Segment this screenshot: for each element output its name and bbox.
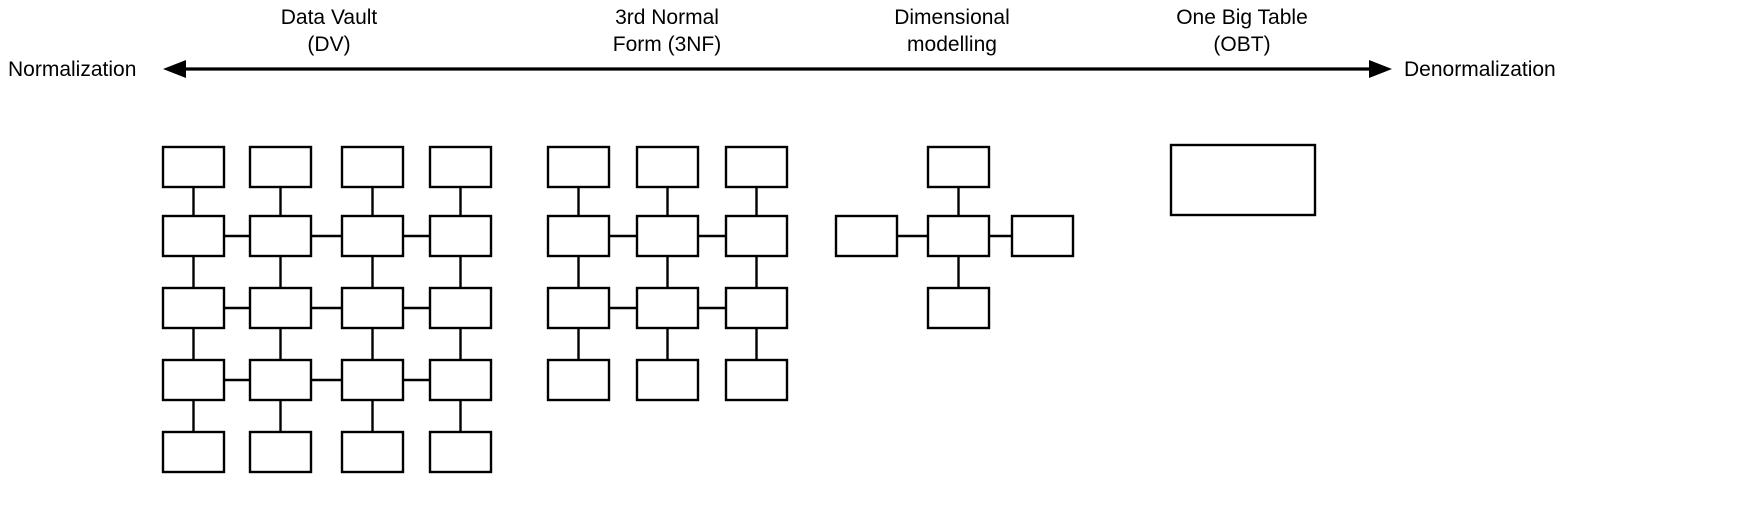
- dimension-box-left[interactable]: [834, 214, 899, 258]
- column-label-third-normal-form: 3rd Normal Form (3NF): [612, 6, 722, 56]
- axis-right-label: Denormalization: [1404, 58, 1556, 81]
- data-vault-box[interactable]: [161, 145, 226, 189]
- third-normal-form-box[interactable]: [546, 214, 611, 258]
- model-dimensional: [834, 145, 1075, 330]
- column-label-data-vault: Data Vault (DV): [280, 6, 378, 56]
- data-vault-box[interactable]: [161, 214, 226, 258]
- dimension-box-top[interactable]: [926, 145, 991, 189]
- data-vault-box[interactable]: [161, 358, 226, 402]
- data-vault-box[interactable]: [161, 286, 226, 330]
- one-big-table-box[interactable]: [1169, 143, 1317, 217]
- data-vault-box[interactable]: [340, 286, 405, 330]
- dimension-box-right[interactable]: [1010, 214, 1075, 258]
- data-vault-box[interactable]: [428, 286, 493, 330]
- data-vault-box[interactable]: [248, 286, 313, 330]
- third-normal-form-box[interactable]: [546, 286, 611, 330]
- data-vault-box[interactable]: [248, 214, 313, 258]
- dimension-box-bottom[interactable]: [926, 286, 991, 330]
- third-normal-form-box[interactable]: [635, 358, 700, 402]
- arrow-right-icon: [1369, 60, 1392, 78]
- third-normal-form-box[interactable]: [635, 286, 700, 330]
- data-vault-box[interactable]: [248, 145, 313, 189]
- model-one-big-table: [1169, 143, 1317, 217]
- normalization-axis: [163, 60, 1392, 78]
- data-vault-box[interactable]: [340, 430, 405, 474]
- third-normal-form-box[interactable]: [546, 358, 611, 402]
- fact-table-box[interactable]: [926, 214, 991, 258]
- column-label-dimensional: Dimensional modelling: [894, 6, 1010, 56]
- model-third-normal-form: [546, 145, 789, 402]
- data-vault-box[interactable]: [428, 430, 493, 474]
- data-vault-box[interactable]: [161, 430, 226, 474]
- data-vault-box[interactable]: [428, 145, 493, 189]
- third-normal-form-box[interactable]: [724, 214, 789, 258]
- data-vault-box[interactable]: [340, 214, 405, 258]
- third-normal-form-box[interactable]: [635, 214, 700, 258]
- third-normal-form-box[interactable]: [635, 145, 700, 189]
- third-normal-form-box[interactable]: [724, 145, 789, 189]
- third-normal-form-box[interactable]: [546, 145, 611, 189]
- data-vault-box[interactable]: [248, 430, 313, 474]
- data-vault-box[interactable]: [248, 358, 313, 402]
- model-data-vault: [161, 145, 493, 474]
- arrow-left-icon: [163, 60, 186, 78]
- data-vault-box[interactable]: [340, 358, 405, 402]
- column-label-one-big-table: One Big Table (OBT): [1176, 6, 1308, 56]
- third-normal-form-box[interactable]: [724, 286, 789, 330]
- data-vault-box[interactable]: [340, 145, 405, 189]
- axis-left-label: Normalization: [8, 58, 137, 81]
- data-vault-box[interactable]: [428, 358, 493, 402]
- third-normal-form-box[interactable]: [724, 358, 789, 402]
- data-vault-box[interactable]: [428, 214, 493, 258]
